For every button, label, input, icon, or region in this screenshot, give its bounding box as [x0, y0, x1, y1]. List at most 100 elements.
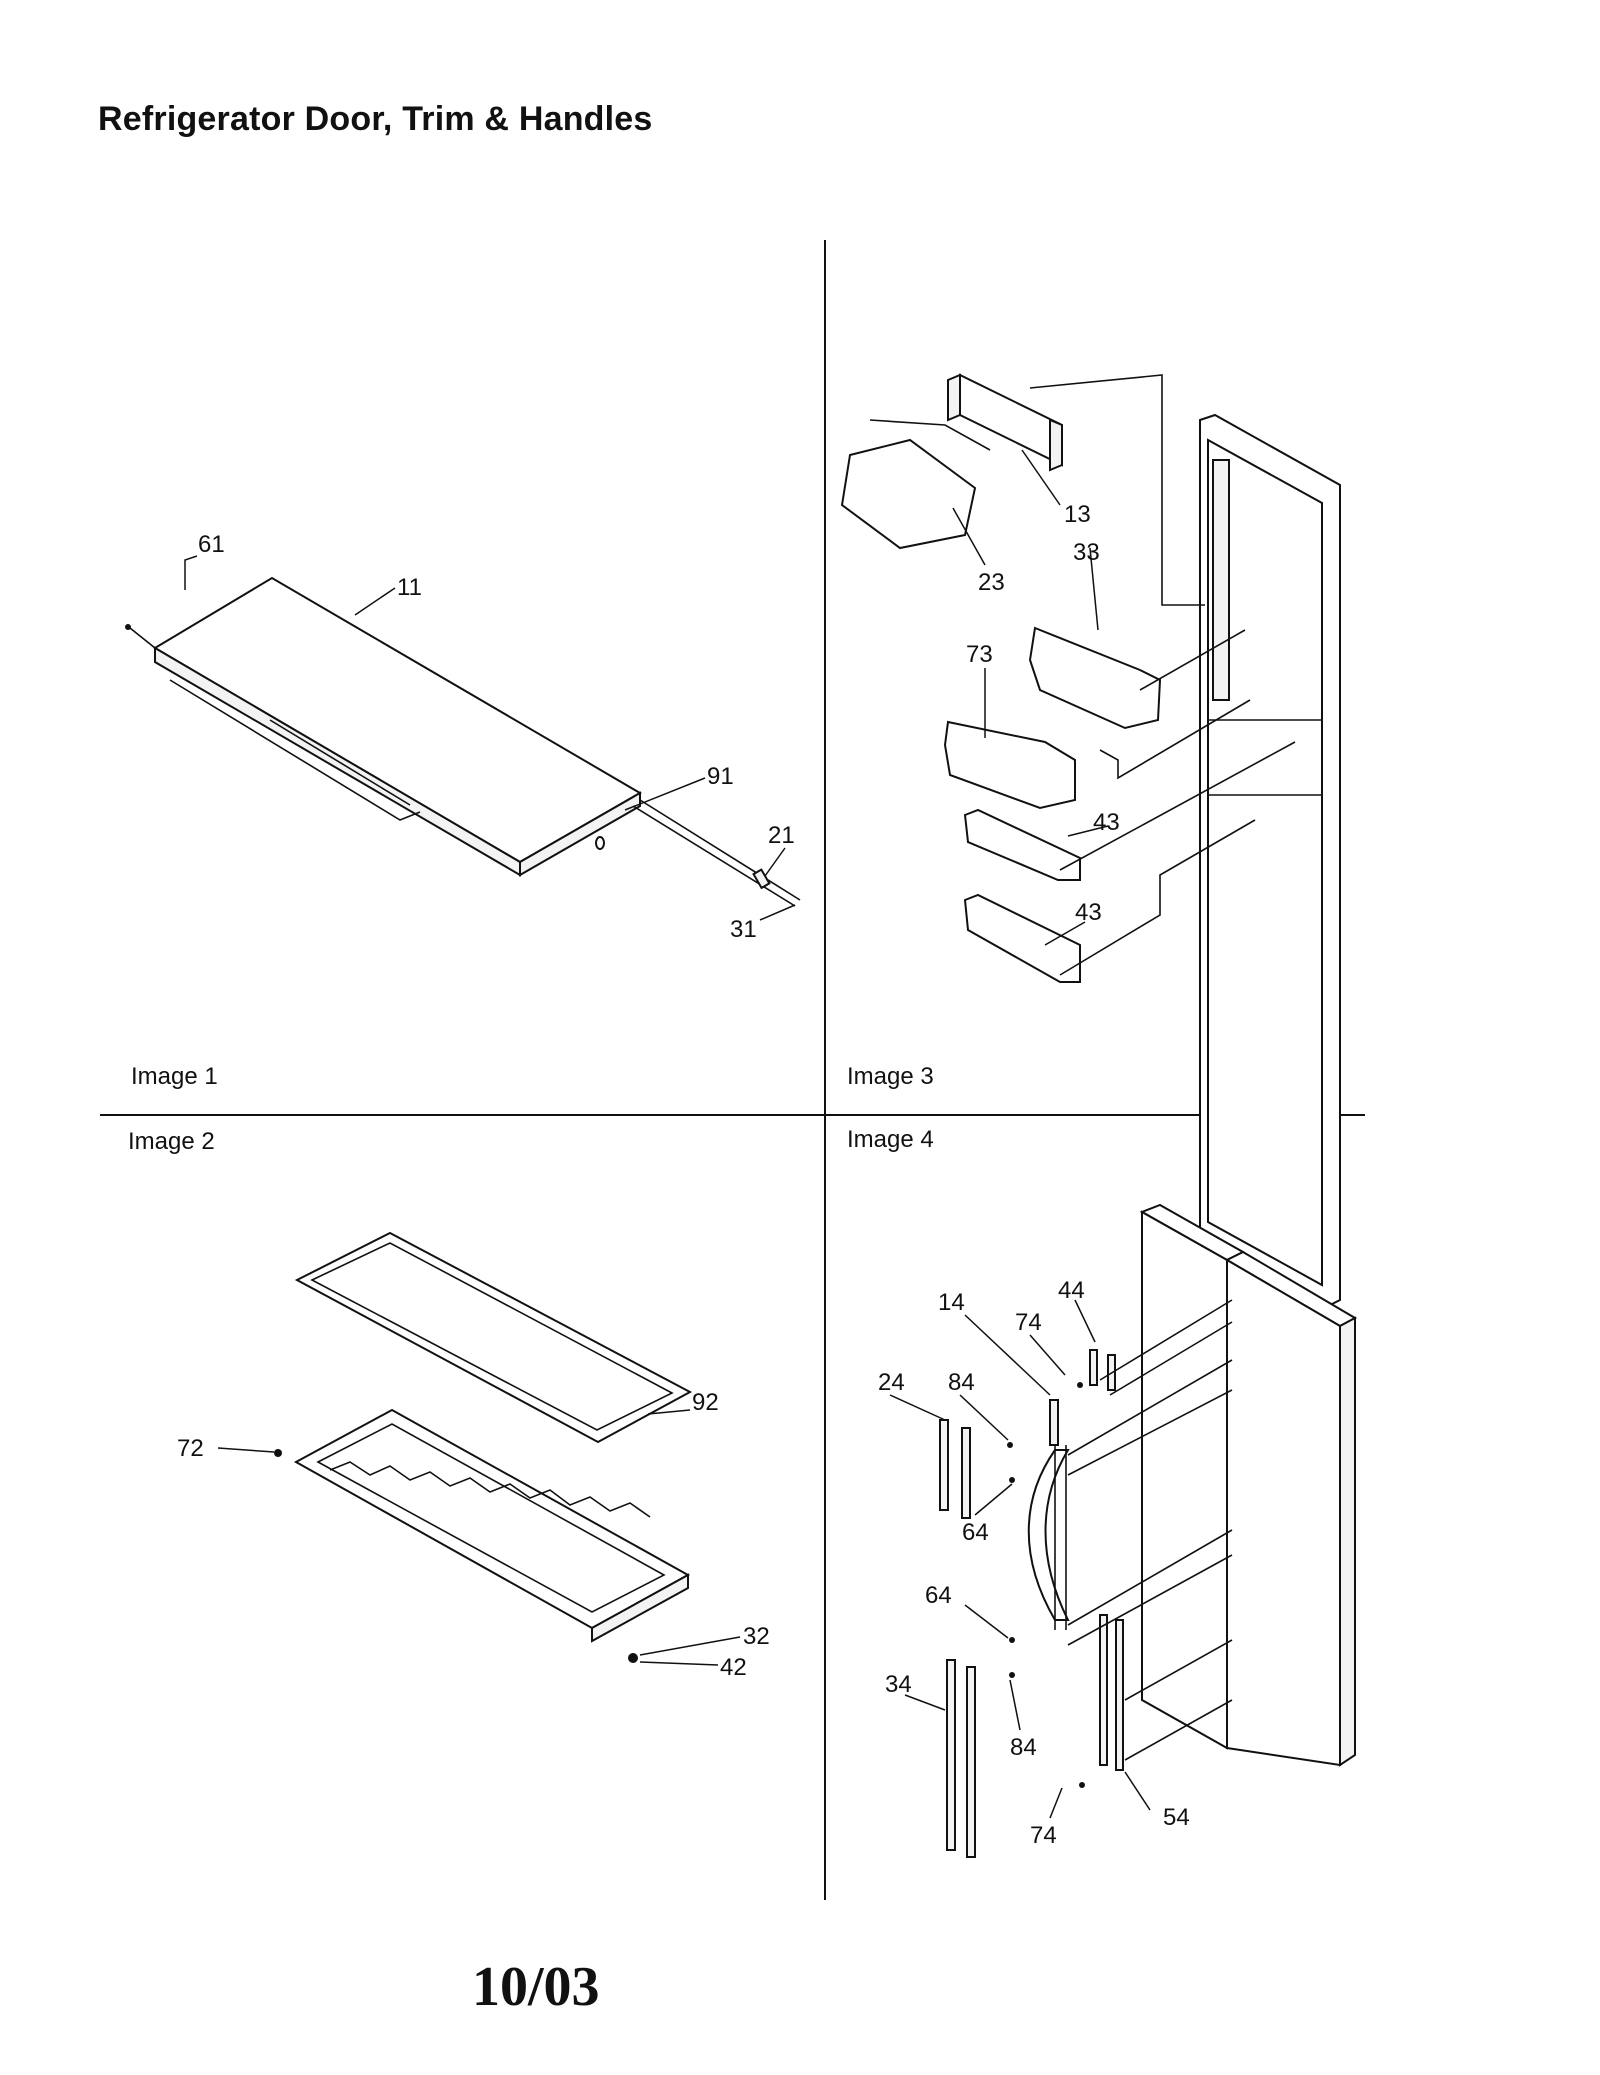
callout-14: 14: [938, 1289, 965, 1316]
bin-13: [959, 373, 1063, 467]
bin-13-end-right: [1049, 418, 1063, 472]
leader-33: [1089, 547, 1099, 631]
callout-74-bottom: 74: [1030, 1822, 1057, 1849]
callout-43-lower: 43: [1075, 899, 1102, 926]
shelf-43-upper: [963, 808, 1081, 881]
bin-33: [1028, 626, 1162, 730]
image-4-drawing: 44 14 74 24 84 64 64 34 84 74 54: [878, 1203, 1358, 1858]
image-1-drawing: 61 11 91 21 31: [125, 531, 801, 943]
callout-84-bottom: 84: [1010, 1734, 1037, 1761]
footer-date: 10/03: [472, 1956, 600, 2018]
callout-54: 54: [1163, 1804, 1190, 1831]
callout-34: 34: [885, 1671, 912, 1698]
handle-main: [1027, 1449, 1070, 1621]
leader-42: [639, 1661, 719, 1666]
assy-4g: [1124, 1639, 1233, 1701]
callout-11: 11: [397, 574, 422, 601]
callout-61: 61: [198, 531, 225, 558]
page-title: Refrigerator Door, Trim & Handles: [98, 100, 653, 138]
leader-23: [952, 507, 986, 566]
trim-54b: [1115, 1619, 1124, 1771]
shelf-43-lower: [963, 893, 1081, 983]
door-panel-side-edge: [519, 791, 641, 877]
callout-64-bottom: 64: [925, 1582, 952, 1609]
image-3-label: Image 3: [847, 1063, 934, 1090]
callout-84-top: 84: [948, 1369, 975, 1396]
cap-32: [628, 1653, 638, 1663]
callout-64-top: 64: [962, 1519, 989, 1546]
rod-91-lower: [632, 805, 796, 907]
door-panel-rib: [269, 719, 411, 806]
callout-31: 31: [730, 916, 757, 943]
assy-4a: [1099, 1299, 1233, 1381]
cap-14: [1049, 1399, 1059, 1446]
screw-84-top: [1007, 1442, 1013, 1448]
image-1-label: Image 1: [131, 1063, 218, 1090]
image-2-drawing: 72 92 32 42: [177, 1231, 770, 1681]
callout-42: 42: [720, 1654, 747, 1681]
door-face-right: [1226, 1258, 1341, 1767]
screw-74-bottom: [1079, 1782, 1085, 1788]
leader-14: [964, 1314, 1051, 1396]
leader-84-top: [959, 1394, 1009, 1441]
tray-23-guide: [869, 419, 991, 451]
assy-4c: [1067, 1359, 1233, 1456]
trim-24b: [961, 1427, 971, 1519]
callout-21: 21: [768, 822, 795, 849]
image-3-drawing: 13 23 33 73 43 43: [840, 373, 1341, 1307]
callout-72: 72: [177, 1435, 204, 1462]
clip-21: [752, 868, 771, 890]
tray-23: [840, 438, 977, 550]
leader-72: [217, 1447, 275, 1453]
leader-43b: [1044, 921, 1086, 946]
leader-31: [759, 904, 796, 921]
rod-91: [639, 799, 801, 901]
screw-72: [274, 1449, 282, 1457]
assy-line-73: [1099, 699, 1251, 780]
callout-73: 73: [966, 641, 993, 668]
leader-54: [1124, 1771, 1151, 1811]
door-face-left: [1141, 1210, 1228, 1750]
callout-13: 13: [1064, 501, 1091, 528]
leader-91: [624, 777, 706, 811]
assy-line-33: [1139, 629, 1246, 691]
screw-64-bottom: [1009, 1637, 1015, 1643]
callout-92: 92: [692, 1389, 719, 1416]
gasket-92-inner: [310, 1242, 674, 1431]
assy-line-43b: [1059, 819, 1256, 976]
callout-23: 23: [978, 569, 1005, 596]
assy-4f: [1067, 1554, 1233, 1646]
assy-4d: [1067, 1389, 1233, 1476]
callout-74-top: 74: [1015, 1309, 1042, 1336]
assy-line-43a: [1059, 741, 1296, 871]
callout-33: 33: [1073, 539, 1100, 566]
bin-73: [943, 720, 1076, 810]
screw-74-top: [1077, 1382, 1083, 1388]
leader-64-top: [974, 1483, 1013, 1516]
assy-4b: [1109, 1321, 1233, 1396]
leader-43a: [1067, 825, 1109, 837]
frame-72-wave: [329, 1461, 651, 1518]
frame-72-edge: [591, 1573, 689, 1643]
leader-21: [764, 847, 786, 877]
assy-4h: [1124, 1699, 1233, 1761]
trim-34a: [946, 1659, 956, 1851]
leader-64-bottom: [964, 1604, 1009, 1639]
leader-11: [354, 587, 396, 616]
leader-13: [1021, 449, 1061, 506]
leader-92: [647, 1409, 691, 1415]
trim-34b: [966, 1666, 976, 1858]
callout-32: 32: [743, 1623, 770, 1650]
pin-61: [129, 627, 156, 649]
frame-72-inner: [316, 1423, 666, 1613]
leader-74-bottom: [1049, 1787, 1063, 1819]
leader-74-top: [1029, 1334, 1066, 1376]
cap-44: [1089, 1349, 1098, 1386]
leader-84-bottom: [1009, 1679, 1021, 1731]
leader-44: [1074, 1299, 1096, 1343]
door-side-right: [1339, 1316, 1356, 1767]
bin-13-end: [947, 373, 961, 422]
callout-91: 91: [707, 763, 734, 790]
trim-54a: [1099, 1614, 1108, 1766]
